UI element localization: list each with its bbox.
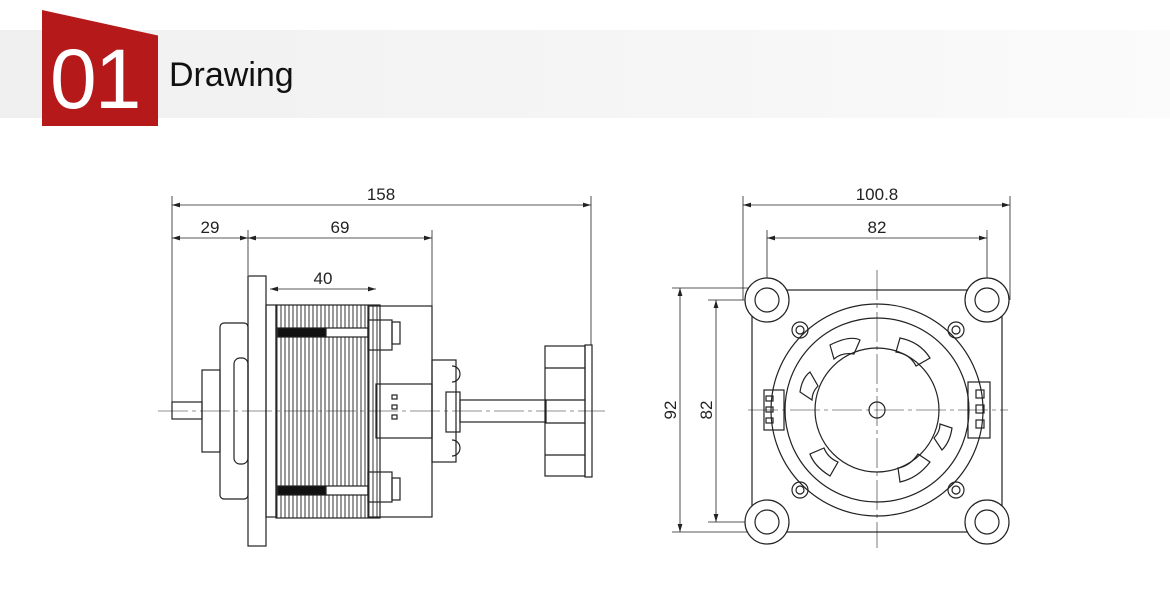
side-view [158,196,605,547]
terminal-block [431,359,457,463]
dim-158-label: 158 [367,185,395,204]
section-number: 01 [50,32,141,126]
header-band [0,30,1170,118]
front-view [672,196,1011,548]
mounting-holes [744,277,1010,545]
winding-top [277,327,327,338]
shaft-right [459,399,547,423]
dim-29-label: 29 [201,218,220,237]
stator-stack [275,304,381,519]
dim-40-label: 40 [314,269,333,288]
screws [791,321,965,499]
dim-82-v-label: 82 [697,401,716,420]
shaft-left [171,401,203,420]
winding-bottom [277,485,327,496]
section-title: Drawing [169,56,294,94]
dim-82-h-label: 82 [868,218,887,237]
fan-slots [799,337,953,483]
dim-69-label: 69 [331,218,350,237]
dim-92-label: 92 [661,401,680,420]
dim-100-8-label: 100.8 [856,185,899,204]
